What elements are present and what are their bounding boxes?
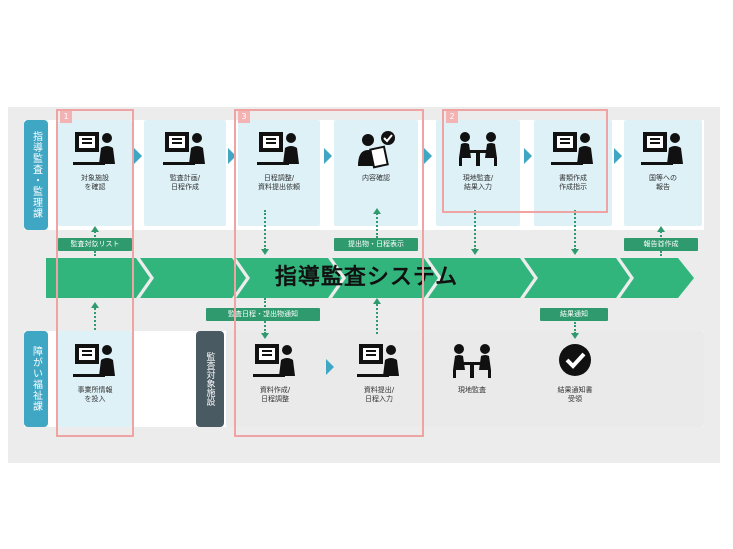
step-plan-schedule: 監査計画/ 日程作成	[150, 128, 220, 192]
step-create-docs: 書類作成 作成指示	[538, 128, 608, 192]
highlight-group-1	[56, 109, 134, 437]
step-receive-result: 結果通知書 受領	[540, 340, 610, 404]
connector-line	[94, 228, 96, 256]
arrow-down-icon	[571, 249, 579, 255]
step-label: 結果通知書 受領	[557, 386, 593, 403]
connector-line	[376, 300, 378, 334]
flow-arrow-icon	[424, 148, 432, 164]
step-label: 対象施設 を確認	[81, 174, 109, 191]
highlight-group-2	[442, 109, 608, 213]
highlight-badge-3: 3	[238, 111, 250, 123]
arrow-down-icon	[471, 249, 479, 255]
step-label: 資料提出/ 日程入力	[363, 386, 395, 403]
system-band	[46, 258, 694, 298]
connector-line	[574, 210, 576, 250]
role-label-welfare: 障がい福祉課	[24, 331, 48, 427]
arrow-down-icon	[261, 333, 269, 339]
step-confirm-target: 対象施設 を確認	[60, 128, 130, 192]
meeting-icon	[453, 344, 491, 378]
step-label: 内容確認	[362, 174, 390, 182]
step-bg-5	[436, 120, 520, 226]
step-onsite-audit: 現地監査/ 結果入力	[443, 128, 513, 192]
meeting-icon	[459, 132, 497, 166]
connector-line	[264, 210, 266, 250]
step-label: 事業所情報 を投入	[77, 386, 113, 403]
arrow-up-icon	[373, 208, 381, 214]
flow-arrow-icon	[326, 359, 334, 375]
role-label-facility: 監査対象施設	[196, 331, 224, 427]
connector-line	[574, 322, 576, 334]
person-computer-icon	[73, 344, 115, 377]
arrow-up-icon	[373, 298, 381, 304]
connector-line	[264, 298, 266, 334]
arrow-up-icon	[657, 226, 665, 232]
check-circle-icon	[559, 344, 591, 376]
connector-line	[474, 210, 476, 250]
step-onsite-audit-facility: 現地監査	[437, 340, 507, 395]
flow-arrow-icon	[324, 148, 332, 164]
highlight-badge-2: 2	[446, 111, 458, 123]
step-report: 国等への 報告	[628, 128, 698, 192]
role-facility-text: 監査対象施設	[204, 352, 215, 406]
system-title: 指導監査システム	[274, 265, 459, 290]
step-label: 現地監査	[458, 386, 486, 394]
step-label: 監査計画/ 日程作成	[169, 174, 201, 191]
person-computer-icon	[73, 132, 115, 165]
step-prepare-docs: 資料作成/ 日程調整	[240, 340, 310, 404]
arrow-down-icon	[571, 333, 579, 339]
tag-result-notice: 結果通知	[540, 308, 608, 321]
person-check-document-icon	[358, 131, 395, 169]
connector-line	[660, 228, 662, 256]
person-computer-icon	[551, 132, 593, 165]
person-computer-icon	[163, 132, 205, 165]
flow-arrow-icon	[134, 148, 142, 164]
connector-line	[376, 210, 378, 238]
facility-lane-bg	[226, 331, 704, 427]
arrow-up-icon	[91, 302, 99, 308]
step-label: 資料作成/ 日程調整	[259, 386, 291, 403]
step-label: 書類作成 作成指示	[559, 174, 587, 191]
tag-submitted-docs: 提出物・日程表示	[334, 238, 418, 251]
person-computer-icon	[253, 344, 295, 377]
person-computer-icon	[257, 132, 299, 165]
step-input-provider: 事業所情報 を投入	[60, 340, 130, 404]
step-label: 日程調整/ 資料提出依頼	[258, 174, 300, 191]
person-computer-icon	[641, 132, 683, 165]
step-label: 国等への 報告	[649, 174, 677, 191]
step-request-docs: 日程調整/ 資料提出依頼	[244, 128, 314, 192]
person-computer-icon	[357, 344, 399, 377]
flow-arrow-icon	[614, 148, 622, 164]
flow-arrow-icon	[228, 148, 236, 164]
connector-line	[94, 304, 96, 330]
role-audit-text: 指導監査・監理課	[30, 131, 42, 219]
role-welfare-text: 障がい福祉課	[30, 346, 42, 412]
highlight-badge-1: 1	[60, 111, 72, 123]
arrow-down-icon	[261, 249, 269, 255]
arrow-up-icon	[91, 226, 99, 232]
flow-arrow-icon	[524, 148, 532, 164]
highlight-group-3	[234, 109, 424, 437]
step-check-content: 内容確認	[341, 128, 411, 183]
role-label-audit: 指導監査・監理課	[24, 120, 48, 230]
step-submit-docs: 資料提出/ 日程入力	[344, 340, 414, 404]
step-label: 現地監査/ 結果入力	[462, 174, 494, 191]
